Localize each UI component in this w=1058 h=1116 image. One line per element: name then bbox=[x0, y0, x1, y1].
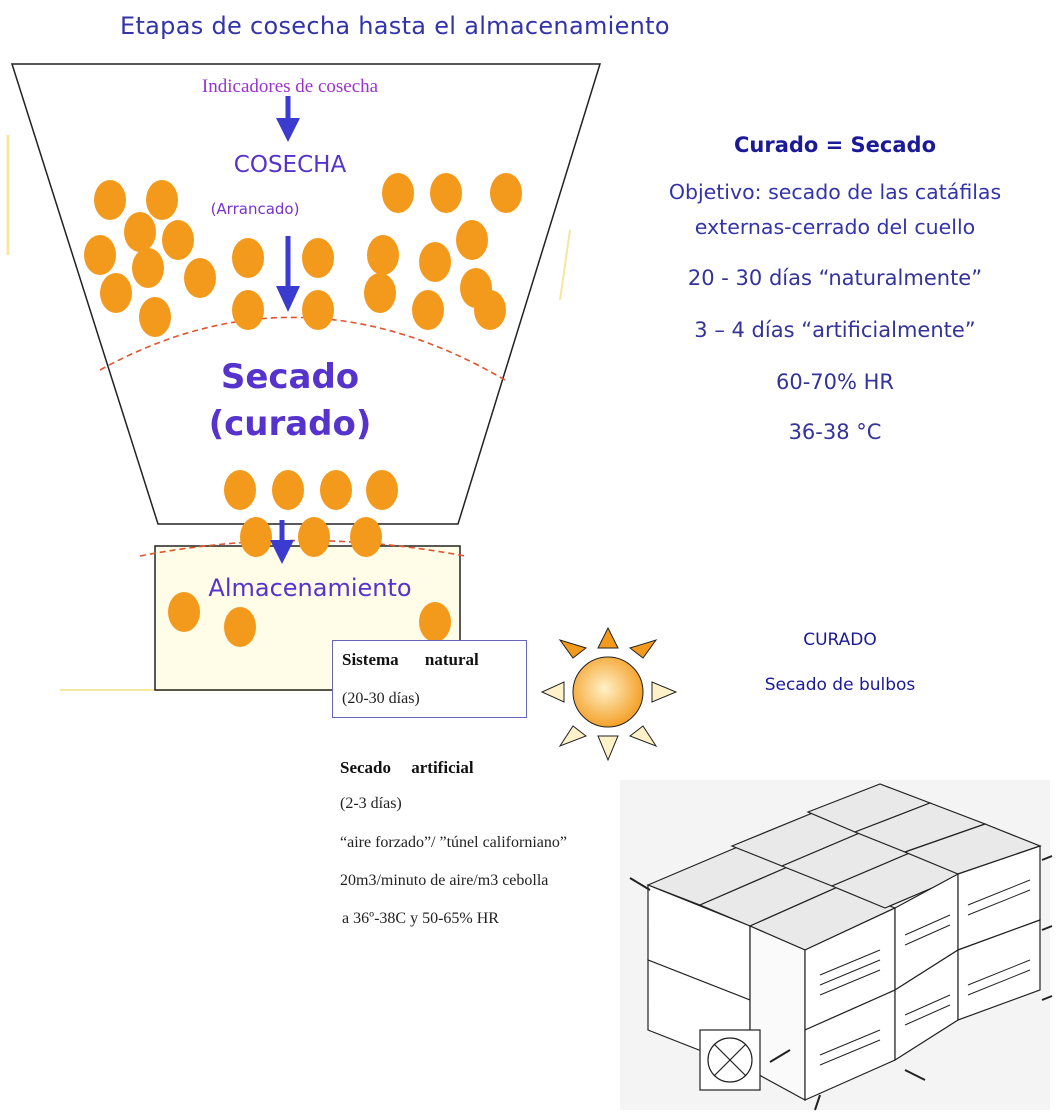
artificial-drying-title: Secado artificial bbox=[340, 758, 474, 777]
drying-label: Secado bbox=[220, 357, 360, 397]
curing-boxes-illustration bbox=[620, 780, 1053, 1111]
relative-humidity: 60-70% HR bbox=[775, 370, 895, 394]
main-title: Etapas de cosecha hasta el almacenamient… bbox=[120, 12, 670, 40]
curing-equals-drying: Curado = Secado bbox=[733, 133, 936, 157]
pulling-label: (Arrancado) bbox=[210, 200, 300, 218]
artificial-days: 3 – 4 días “artificialmente” bbox=[694, 318, 976, 342]
curado-subheading: Secado de bulbos bbox=[764, 675, 916, 695]
down-arrow-icon bbox=[276, 236, 300, 312]
natural-system-days: (20-30 días) bbox=[342, 690, 420, 707]
objective-line-2: externas-cerrado del cuello bbox=[694, 215, 976, 239]
harvest-indicators-label: Indicadores de cosecha bbox=[201, 76, 379, 97]
temperature: 36-38 °C bbox=[788, 420, 882, 444]
artificial-drying-airflow: 20m3/minuto de aire/m3 cebolla bbox=[340, 872, 549, 889]
curing-label: (curado) bbox=[208, 404, 372, 444]
natural-system-box bbox=[332, 640, 527, 718]
harvest-label: COSECHA bbox=[233, 152, 347, 178]
artificial-drying-conditions: a 36º-38C y 50-65% HR bbox=[342, 910, 499, 927]
dashed-curve-upper bbox=[99, 316, 506, 381]
natural-days: 20 - 30 días “naturalmente” bbox=[687, 266, 983, 290]
objective-line-1: Objetivo: secado de las catáfilas bbox=[668, 180, 1002, 204]
down-arrow-icon bbox=[270, 520, 294, 564]
sun-icon bbox=[540, 626, 678, 762]
onion-bulbs bbox=[84, 173, 522, 647]
artificial-drying-days: (2-3 días) bbox=[340, 795, 402, 812]
natural-system-title: Sistema natural bbox=[342, 650, 479, 669]
artificial-drying-name: “aire forzado”/ ”túnel californiano” bbox=[340, 834, 567, 851]
curado-heading: CURADO bbox=[803, 630, 877, 650]
down-arrow-icon bbox=[276, 96, 300, 142]
storage-label: Almacenamiento bbox=[208, 574, 412, 602]
